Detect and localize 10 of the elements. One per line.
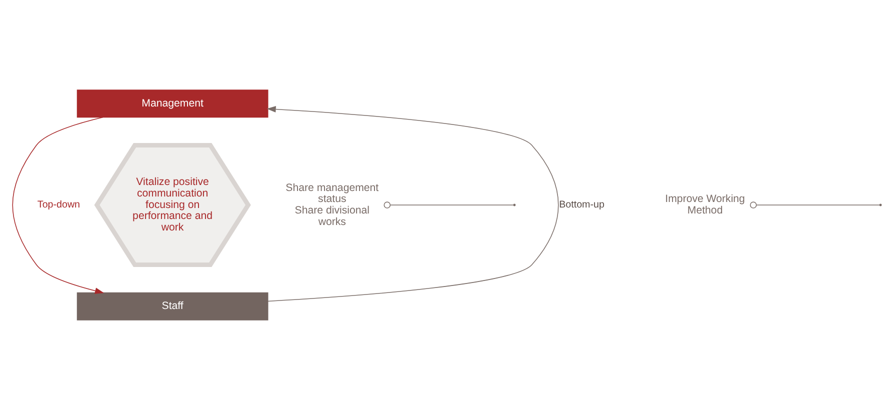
connector: [390, 204, 514, 205]
node-box: Management: [76, 89, 268, 118]
arrow: [266, 106, 559, 302]
node-text: Improve Working Method: [665, 192, 745, 216]
connector: [756, 204, 880, 205]
node-text: Share management status Share divisional works: [286, 181, 379, 228]
edge-label: Bottom-up: [559, 199, 604, 210]
arrow: [12, 116, 104, 294]
edge-label: Top-down: [37, 199, 80, 210]
node-box: Staff: [76, 292, 268, 320]
